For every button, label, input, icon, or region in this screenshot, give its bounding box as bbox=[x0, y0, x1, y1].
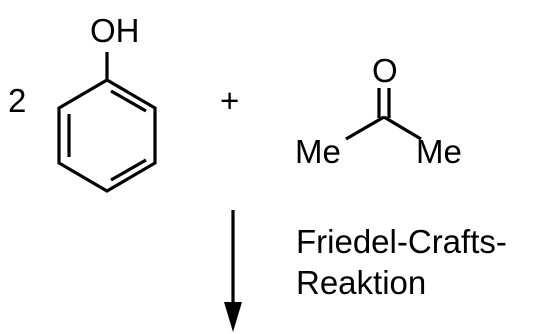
arrow-head bbox=[224, 302, 242, 332]
carbonyl-oxygen-label: O bbox=[372, 52, 398, 89]
methyl-left-label: Me bbox=[295, 133, 341, 170]
acetone-molecule: O Me Me bbox=[295, 52, 462, 170]
hydroxyl-label: OH bbox=[90, 12, 140, 49]
phenol-molecule: OH bbox=[57, 12, 157, 193]
reaction-arrow bbox=[224, 210, 242, 332]
stoichiometric-coefficient: 2 bbox=[8, 82, 26, 119]
double-bond-upper-right bbox=[110, 89, 147, 113]
benzene-ring bbox=[57, 78, 157, 193]
double-bond-lower-right bbox=[110, 158, 147, 182]
plus-sign: + bbox=[220, 82, 239, 119]
reaction-condition-line1: Friedel-Crafts- bbox=[296, 223, 507, 260]
reaction-condition-line2: Reaktion bbox=[296, 264, 426, 301]
methyl-bond-left bbox=[345, 115, 385, 141]
methyl-right-label: Me bbox=[416, 133, 462, 170]
methyl-bond-right bbox=[383, 115, 422, 141]
